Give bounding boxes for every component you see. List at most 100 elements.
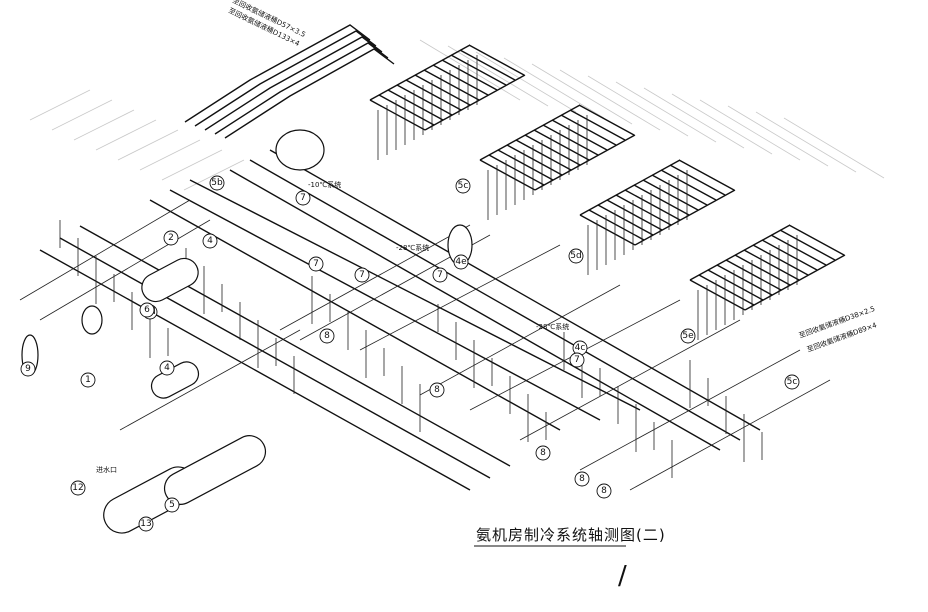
tag-bubble: 9 (20, 361, 36, 377)
tag-bubble: 5e (680, 328, 696, 344)
tag-bubble: 2 (163, 230, 179, 246)
tag-label: 8 (579, 474, 585, 484)
coil-tube (524, 134, 581, 166)
tag-circle (354, 267, 370, 283)
tag-label: 4c (575, 343, 586, 353)
tag-label: 7 (359, 270, 365, 280)
tag-bubble: 7 (354, 267, 370, 283)
faint-line (755, 111, 857, 173)
tag-bubble: 5c (784, 374, 800, 390)
tag-bubble: 5c (455, 178, 471, 194)
tank-body (141, 257, 199, 303)
vertical-vessel (275, 129, 325, 171)
tag-bubble: 8 (429, 382, 445, 398)
tag-bubble: 8 (596, 483, 612, 499)
tag-bubble: 4 (202, 233, 218, 249)
tag-circle (574, 471, 590, 487)
tag-circle (429, 382, 445, 398)
header-pipe (79, 225, 511, 467)
tag-circle (680, 328, 696, 344)
header-pipe (189, 179, 641, 411)
tag-bubble: 8 (319, 328, 335, 344)
tag-label: 1 (85, 375, 91, 385)
coil-tube (569, 109, 626, 141)
tank-body (163, 435, 267, 505)
tag-bubble: 1 (80, 372, 96, 388)
tag-circle (70, 480, 86, 496)
coil-tube (642, 179, 699, 211)
coil-tube (432, 64, 489, 96)
vessels (21, 129, 473, 534)
tag-bubble: 13 (138, 516, 154, 532)
header-pipe (269, 149, 761, 431)
tag-label: 12 (72, 483, 83, 493)
coil-tube (560, 114, 617, 146)
coil-tube (450, 54, 507, 86)
coil-tube (725, 259, 782, 291)
branch-pipe (39, 219, 211, 321)
coil-tube (660, 169, 717, 201)
tag-circle (455, 178, 471, 194)
coil-tube (678, 159, 735, 191)
tag-bubble: 8 (574, 471, 590, 487)
faint-line (475, 51, 577, 113)
coil-header (534, 134, 636, 191)
tag-bubble: 7 (308, 256, 324, 272)
minus28-system-label-a: -28℃系统 (396, 243, 429, 252)
vertical-vessel (81, 305, 103, 335)
coil-tube (597, 204, 654, 236)
tag-circle (319, 328, 335, 344)
faint-line (139, 139, 201, 171)
tag-label: 5b (211, 178, 223, 188)
tag-circle (535, 445, 551, 461)
tag-circle (80, 372, 96, 388)
tag-bubble: 7 (295, 190, 311, 206)
coil-tube (488, 154, 545, 186)
tag-circle (432, 267, 448, 283)
coil-header (634, 189, 736, 246)
tag-circle (20, 361, 36, 377)
tag-circle (164, 497, 180, 513)
faint-line (783, 117, 885, 179)
tag-circle (138, 516, 154, 532)
faint-line (727, 105, 829, 167)
coil-tube (651, 174, 708, 206)
faint-line (73, 109, 135, 141)
riser-pipe (204, 36, 383, 131)
faint-line (503, 57, 605, 119)
riser-pipe (224, 48, 395, 139)
tag-label: 8 (324, 331, 330, 341)
branch-pipe (19, 199, 191, 301)
coil-tube (497, 149, 554, 181)
coil-tube (459, 49, 516, 81)
coil-tube (788, 224, 845, 256)
tag-bubble: 5b (209, 175, 225, 191)
tag-label: 8 (601, 486, 607, 496)
tag-label: 5c (787, 377, 798, 387)
tag-circle (784, 374, 800, 390)
faint-line (447, 45, 549, 107)
branch-pipe (519, 319, 741, 441)
tank-body (150, 361, 200, 399)
coil-tube (743, 249, 800, 281)
tag-circle (202, 233, 218, 249)
equipment-tags: 5b5c5d5e5c4e4c7777744d692411213588888 (20, 175, 800, 532)
coil-tube (669, 164, 726, 196)
coil-tube (770, 234, 827, 266)
coil-header (689, 224, 791, 281)
coil-tube (369, 99, 426, 131)
coil-tube (479, 159, 536, 191)
faint-line (671, 93, 773, 155)
coil-tube (707, 269, 764, 301)
tag-label: 6 (144, 305, 150, 315)
coil-tube (578, 104, 635, 136)
faint-line (559, 69, 661, 131)
coil-tube (588, 209, 645, 241)
coil-tube (533, 129, 590, 161)
tag-circle (209, 175, 225, 191)
coil-tube (542, 124, 599, 156)
coil-tube (414, 74, 471, 106)
branch-pipe (359, 244, 561, 351)
branch-pipe (419, 284, 621, 396)
header-pipe (169, 189, 601, 421)
